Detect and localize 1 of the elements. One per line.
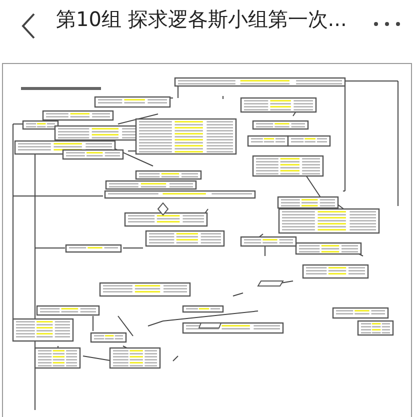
page-title: 第10组 探求逻各斯小组第一次... xyxy=(56,6,347,33)
